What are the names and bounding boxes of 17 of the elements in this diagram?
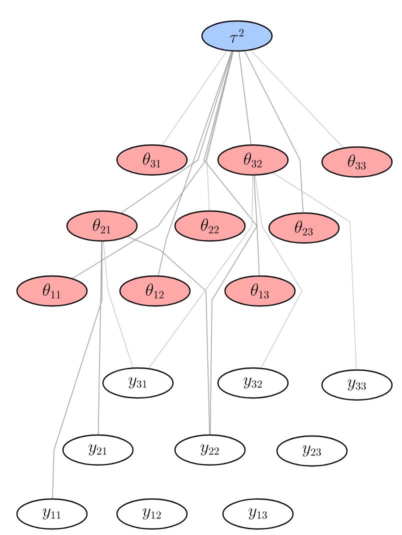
connector-line	[238, 51, 252, 145]
connector-line	[148, 175, 254, 369]
connector-line	[162, 50, 228, 146]
connector-line	[204, 51, 260, 276]
connector-line	[120, 51, 233, 214]
connector-line	[206, 51, 234, 211]
connector-line	[52, 241, 102, 499]
connector-line	[103, 241, 134, 368]
connector-line	[72, 51, 234, 279]
connector-line	[250, 50, 344, 148]
connector-line	[210, 175, 258, 435]
connector-line	[244, 50, 304, 213]
connector-line	[254, 175, 302, 368]
connector-line	[158, 51, 232, 276]
connector-line	[98, 241, 102, 435]
connector-line	[272, 172, 357, 370]
connector-line	[127, 236, 210, 435]
